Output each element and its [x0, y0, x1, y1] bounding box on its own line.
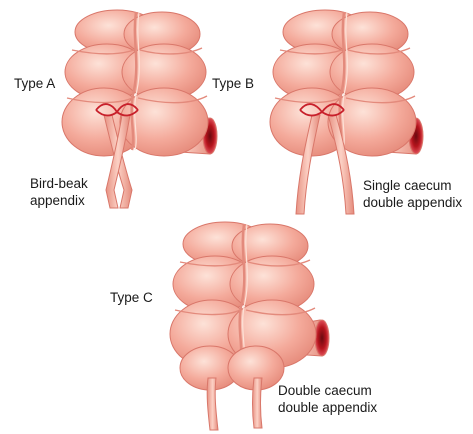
type-b-caption-line2: double appendix [363, 195, 462, 211]
type-c-label: Type C [110, 290, 153, 306]
type-a-caption-line2: appendix [30, 193, 85, 209]
type-c-caption-line2: double appendix [278, 400, 377, 416]
type-c-caption-line1: Double caecum [278, 383, 372, 399]
type-b-label: Type B [212, 76, 254, 92]
type-b-caption-line1: Single caecum [363, 178, 452, 194]
type-a-label: Type A [14, 76, 55, 92]
type-a-caption-line1: Bird-beak [30, 176, 88, 192]
